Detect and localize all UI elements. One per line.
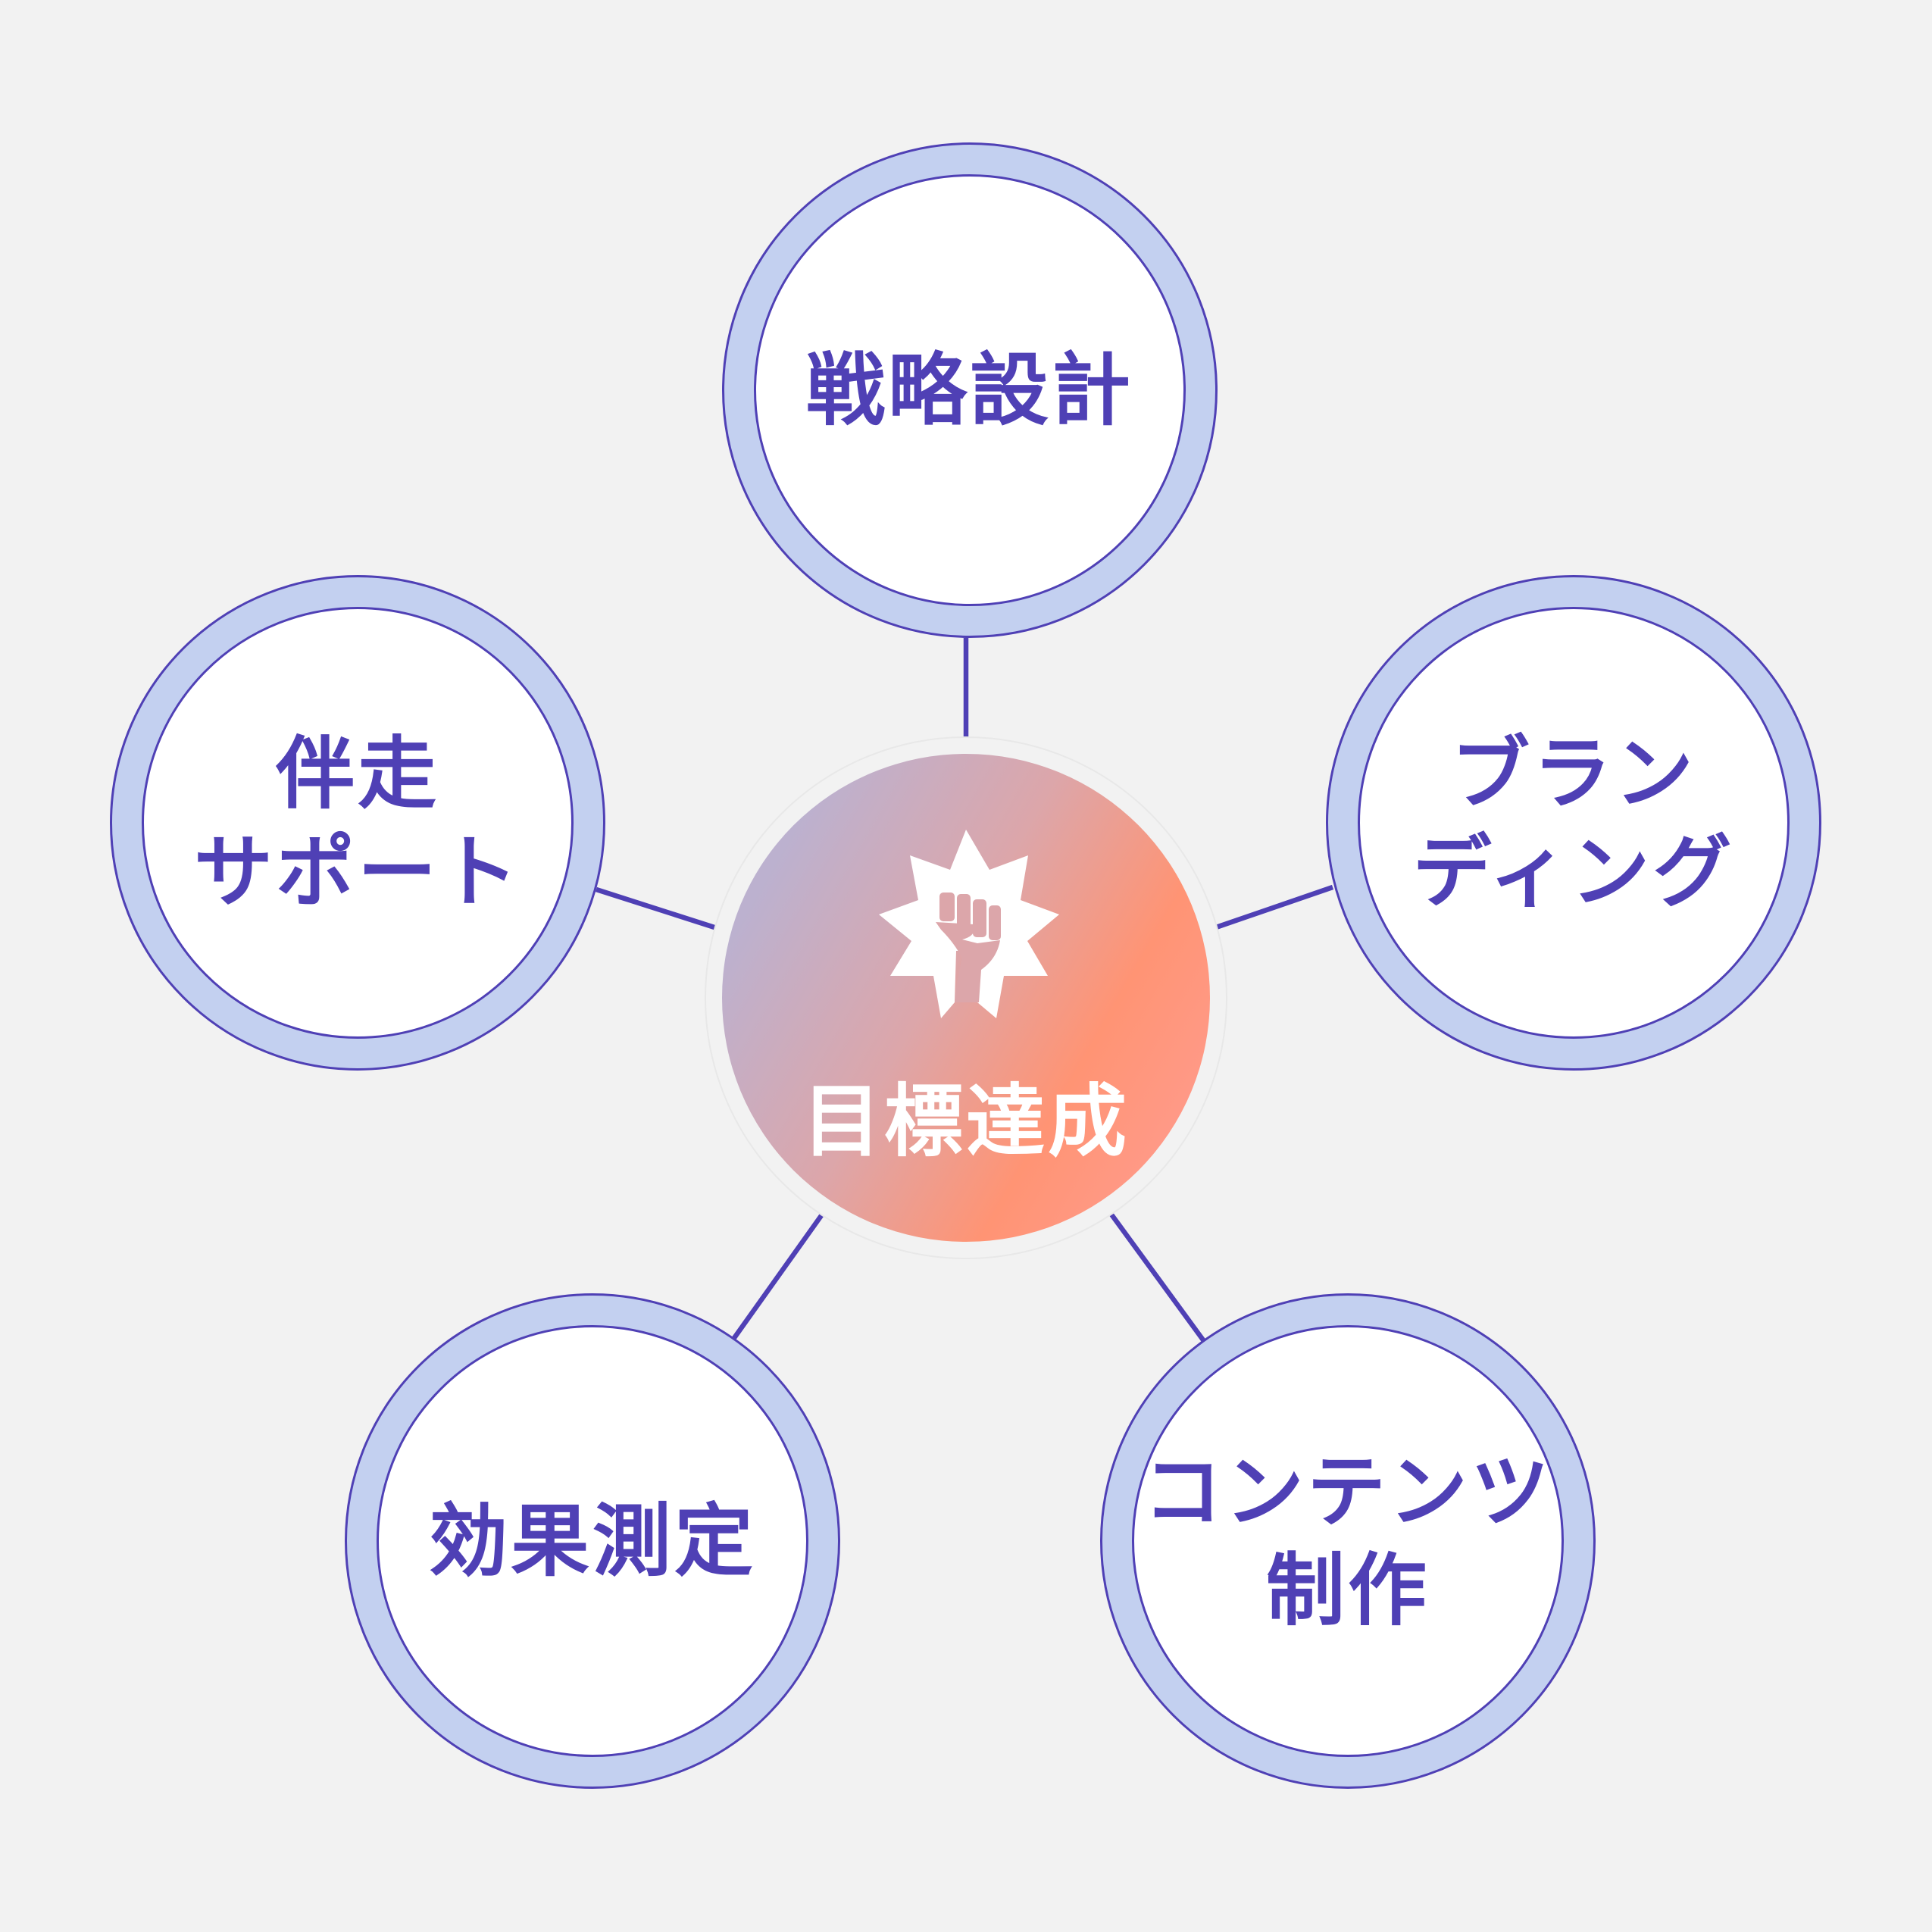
node-branding: ブランディング [1326,575,1821,1071]
node-effect-measurement: 効果測定 [345,1293,840,1789]
node-label: 効果測定 [428,1495,756,1587]
connector-bottom-right [1109,1213,1206,1343]
connector-left [596,886,715,930]
node-label: 戦略設計 [805,344,1133,436]
connector-bottom-left [732,1213,824,1340]
node-label: 制作 [1265,1544,1430,1637]
node-label: ディング [1412,826,1735,918]
center-hub: 目標達成 [722,754,1210,1242]
node-label: 伴走 [275,727,439,820]
node-content-production: コンテンツ制作 [1100,1293,1596,1789]
node-strategy-design: 戦略設計 [722,142,1218,638]
node-label: サポート [193,826,521,918]
raised-fist-icon [879,830,1059,1018]
node-label: ブラン [1450,727,1696,820]
node-label: コンテンツ [1143,1446,1552,1538]
connector-right [1215,884,1334,930]
center-label: 目標達成 [802,1075,1130,1168]
node-support: 伴走サポート [110,575,605,1071]
